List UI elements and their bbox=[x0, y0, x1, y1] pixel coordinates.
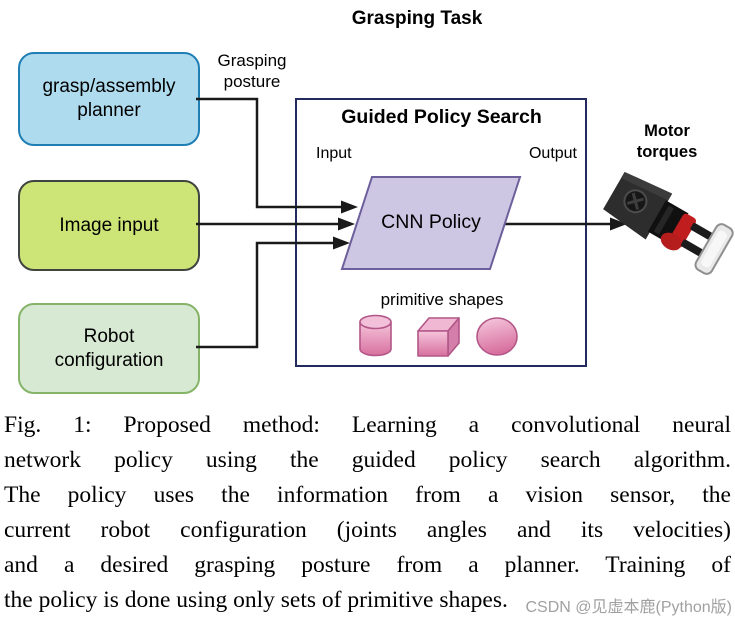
input-label: Input bbox=[316, 145, 352, 162]
motor-torques-label: Motor torques bbox=[636, 122, 698, 161]
figure-caption: Fig. 1: Proposed method: Learning a conv… bbox=[4, 408, 731, 618]
planner-box: grasp/assembly planner bbox=[18, 52, 200, 146]
caption-line: network policy using the guided policy s… bbox=[4, 447, 731, 473]
cnn-policy-label: CNN Policy bbox=[381, 211, 481, 233]
caption-line: current robot configuration (joints angl… bbox=[4, 517, 731, 543]
caption-line: and a desired grasping posture from a pl… bbox=[4, 552, 731, 578]
planner-label: grasp/assembly planner bbox=[42, 76, 176, 121]
primitive-shapes-label: primitive shapes bbox=[380, 290, 504, 309]
robot-gripper-photo bbox=[603, 171, 734, 275]
figure-title: Grasping Task bbox=[351, 8, 483, 29]
image-input-label: Image input bbox=[59, 214, 159, 236]
grasping-posture-label: Grasping posture bbox=[217, 51, 287, 91]
image-input-box: Image input bbox=[18, 180, 200, 271]
output-label: Output bbox=[528, 145, 577, 162]
arrowhead-output bbox=[610, 217, 627, 231]
caption-line: the policy is done using only sets of pr… bbox=[4, 587, 508, 613]
robot-config-box: Robot configuration bbox=[18, 303, 200, 394]
csdn-watermark: CSDN @见虚本鹿(Python版) bbox=[525, 599, 733, 616]
gps-title: Guided Policy Search bbox=[341, 106, 542, 128]
robot-config-label: Robot configuration bbox=[54, 325, 164, 371]
caption-line: The policy uses the information from a v… bbox=[4, 482, 731, 508]
caption-line: Fig. 1: Proposed method: Learning a conv… bbox=[4, 412, 731, 438]
